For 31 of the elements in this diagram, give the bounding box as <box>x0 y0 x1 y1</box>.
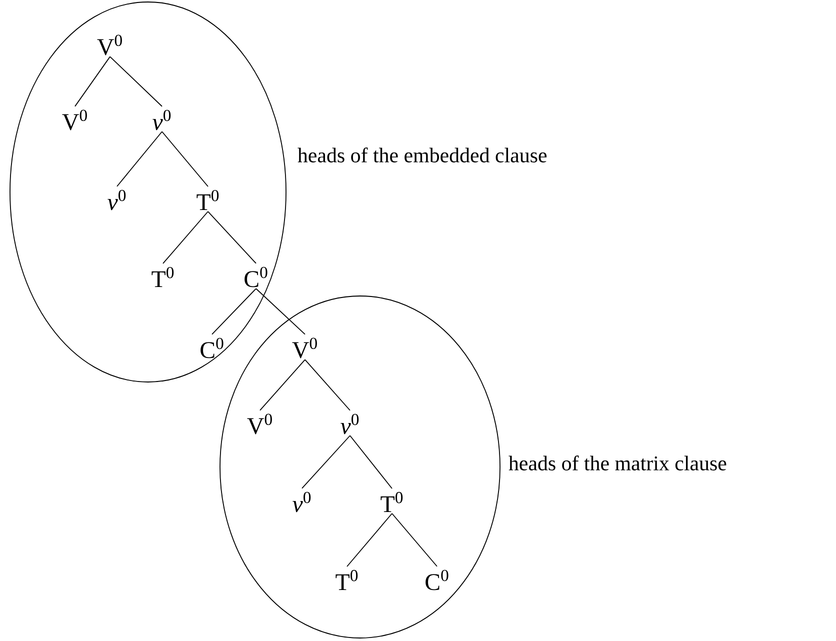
tree-label: V$^{0}$ <box>247 414 272 434</box>
tree-label: T$^{0}$ <box>152 266 174 288</box>
tree-label: T$^{0}$ <box>336 570 358 590</box>
tree-branch <box>256 288 306 335</box>
tree-label: v$^{0}$ <box>340 414 359 434</box>
tree-label: v$^{0}$ <box>108 190 126 210</box>
tree-label: V$^{0}$ <box>97 34 122 56</box>
ellipse-label: heads of the embedded clause <box>298 148 547 162</box>
tree-label: V$^{0}$ <box>62 110 87 130</box>
tree-branch <box>162 131 208 187</box>
tree-label: C$^{0}$ <box>200 338 224 358</box>
tree-branch <box>208 211 256 264</box>
tree-branch <box>304 359 350 411</box>
tree-branch <box>302 435 350 489</box>
tree-branch <box>350 435 392 489</box>
tree-label: v$^{0}$ <box>292 492 311 512</box>
tree-branch <box>74 56 110 107</box>
tree-label: C$^{0}$ <box>426 570 448 590</box>
tree-branch <box>212 288 256 335</box>
tree-label: V$^{0}$ <box>292 338 317 358</box>
tree-label: v$^{0}$ <box>152 110 171 130</box>
tree-branch <box>346 513 392 567</box>
tree-branch <box>260 359 306 411</box>
tree-branch <box>162 211 208 264</box>
ellipse-label: heads of the matrix clause <box>508 456 726 470</box>
tree-branch <box>392 513 438 567</box>
tree-label: T$^{0}$ <box>380 492 403 512</box>
tree-label: C$^{0}$ <box>244 266 268 288</box>
tree-branch <box>116 131 162 187</box>
tree-label: T$^{0}$ <box>196 190 219 210</box>
tree-branch <box>110 56 162 107</box>
